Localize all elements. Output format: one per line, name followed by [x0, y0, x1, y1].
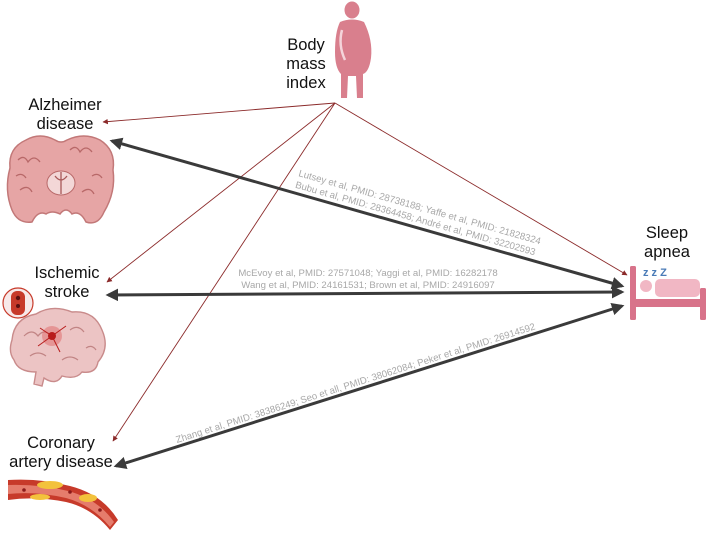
- node-label-line: Sleep: [645, 224, 689, 242]
- edge-bmi-stroke: [106, 102, 336, 283]
- citation-alzheimer-2: Bubu et al, PMID: 28364458; André et al,…: [294, 180, 537, 258]
- person-icon: [335, 1, 372, 98]
- citations-alzheimer: Lutsey et al, PMID: 28738188; Yaffe et a…: [294, 168, 543, 258]
- brain-coronal-icon: [6, 135, 115, 224]
- edge-apnea-cad: [113, 303, 625, 469]
- blood-vessel-clot-icon: [2, 287, 34, 319]
- node-stroke-label: Ischemic stroke: [22, 264, 112, 302]
- citation-cad-1: Zhang et al, PMID: 38386249; Seo et all,…: [175, 322, 537, 446]
- citation-alzheimer-1: Lutsey et al, PMID: 28738188; Yaffe et a…: [297, 168, 542, 247]
- bed-sleeping-icon: z z Z: [630, 266, 706, 320]
- node-label-line: Ischemic: [34, 264, 100, 282]
- node-apnea-label: Sleep apnea: [632, 224, 702, 262]
- node-label-line: artery disease: [9, 453, 113, 471]
- node-label-line: Alzheimer: [28, 96, 102, 114]
- citation-stroke-1: McEvoy et al, PMID: 27571048; Yaggi et a…: [238, 268, 497, 279]
- node-label-line: index: [286, 74, 326, 92]
- node-label-line: mass: [286, 55, 326, 73]
- node-label-line: Body: [287, 36, 325, 54]
- node-alzheimer-label: Alzheimer disease: [10, 96, 120, 134]
- edge-bmi-alzheimer: [102, 102, 336, 125]
- edge-apnea-alzheimer: [109, 137, 625, 290]
- node-label-line: disease: [36, 115, 94, 133]
- citations-stroke: McEvoy et al, PMID: 27571048; Yaggi et a…: [238, 268, 497, 291]
- artery-plaque-icon: [8, 479, 118, 530]
- brain-stroke-icon: [9, 307, 106, 387]
- apnea-edges: [105, 137, 625, 469]
- edge-apnea-stroke: [105, 285, 625, 302]
- node-bmi-label: Body mass index: [266, 36, 346, 93]
- node-label-line: stroke: [44, 283, 90, 301]
- citation-stroke-2: Wang et al, PMID: 24161531; Brown et al,…: [241, 280, 495, 291]
- node-label-line: apnea: [644, 243, 690, 261]
- node-cad-label: Coronary artery disease: [0, 434, 122, 472]
- node-label-line: Coronary: [27, 434, 95, 452]
- edge-bmi-apnea: [334, 102, 628, 276]
- sleep-z-symbol: z z Z: [643, 267, 667, 279]
- citations-cad: Zhang et al, PMID: 38386249; Seo et all,…: [175, 322, 537, 446]
